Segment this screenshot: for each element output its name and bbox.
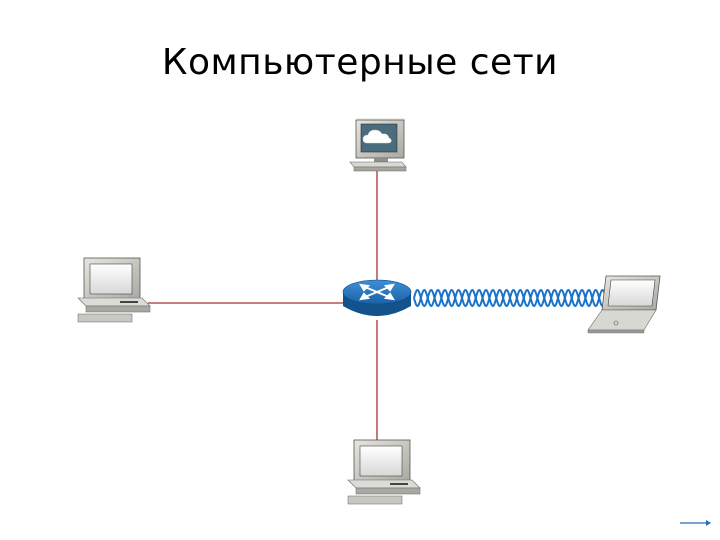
desktop-pc-bottom-icon	[347, 439, 421, 505]
server-workstation-icon	[349, 118, 407, 172]
laptop-icon	[587, 275, 661, 334]
cloud-icon	[362, 129, 392, 144]
wireless-link-router-laptop	[413, 288, 607, 308]
router-icon	[342, 279, 412, 316]
next-slide-arrow-icon[interactable]	[680, 520, 711, 526]
slide-title: Компьютерные сети	[161, 42, 559, 83]
desktop-pc-left-icon	[77, 257, 151, 323]
